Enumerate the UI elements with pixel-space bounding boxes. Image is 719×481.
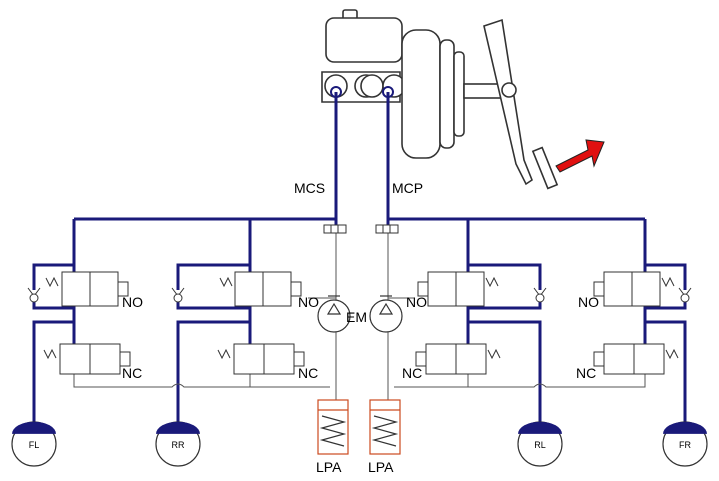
nc-valve-rr <box>217 343 305 375</box>
nc-valve-fl <box>43 343 131 375</box>
pump-label: EM <box>346 309 367 325</box>
lpa-left <box>317 399 349 455</box>
wheel-label: RL <box>534 440 546 450</box>
lpa-label: LPA <box>316 459 342 475</box>
nc-label: NC <box>298 365 318 381</box>
pumps <box>317 295 403 333</box>
nc-label: NC <box>122 365 142 381</box>
no-valve-fl <box>45 271 129 307</box>
brake-pedal-icon <box>483 18 559 190</box>
wheel-fl: FL <box>11 421 57 467</box>
wheel-label: FR <box>679 440 691 450</box>
no-label: NO <box>406 294 427 310</box>
wheel-fr: FR <box>662 421 708 467</box>
wheel-rr: RR <box>155 421 201 467</box>
mcs-label: MCS <box>294 180 325 196</box>
master-cylinder-icon <box>321 9 406 103</box>
brake-booster-icon <box>401 29 513 159</box>
no-valve-rl <box>417 271 499 307</box>
no-valve-fr <box>593 271 675 307</box>
nc-label: NC <box>576 365 596 381</box>
wheel-rl: RL <box>517 421 563 467</box>
no-label: NO <box>122 294 143 310</box>
hydraulic-lines <box>32 92 687 424</box>
no-label: NO <box>298 294 319 310</box>
push-arrow-icon <box>555 139 605 173</box>
wheel-label: RR <box>172 440 185 450</box>
nc-label: NC <box>402 365 422 381</box>
nc-valve-fr <box>593 343 679 375</box>
lpa-right <box>369 399 401 455</box>
lpa-label: LPA <box>368 459 394 475</box>
no-valve-rr <box>219 271 302 307</box>
filters <box>323 224 399 234</box>
nc-valve-rl <box>415 343 501 375</box>
no-label: NO <box>578 294 599 310</box>
check-valves <box>27 287 692 303</box>
mcp-label: MCP <box>392 180 423 196</box>
wheel-label: FL <box>29 440 40 450</box>
